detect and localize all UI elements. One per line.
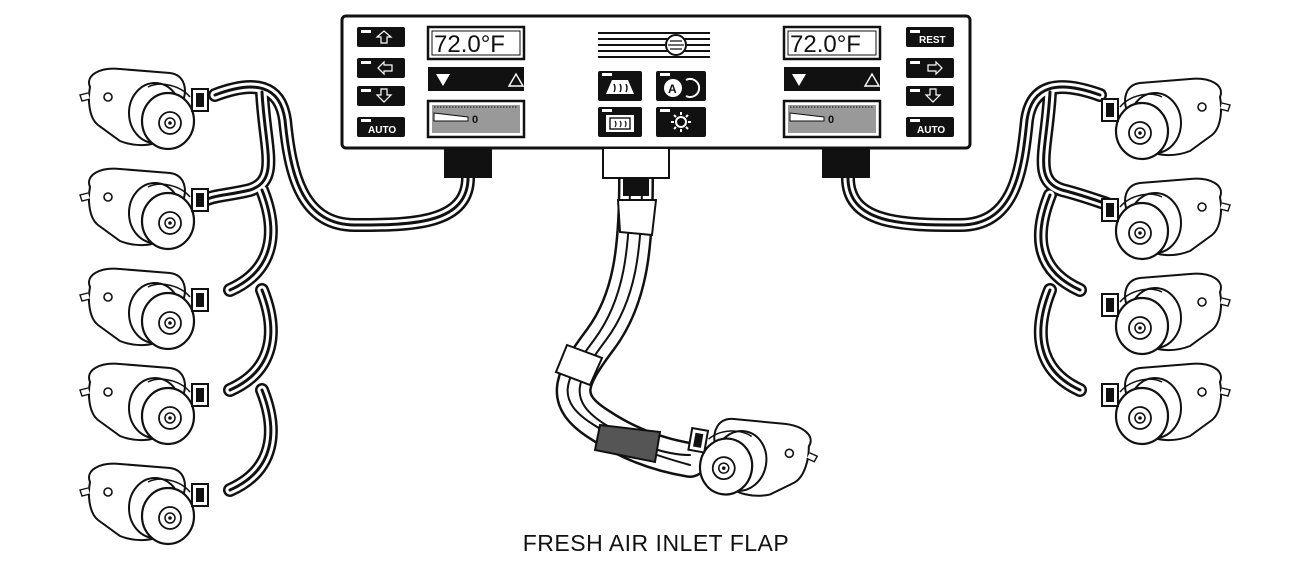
left-actuators: [78, 67, 210, 546]
windshield-defrost-icon: [606, 80, 634, 94]
fresh-air-inlet-caption: FRESH AIR INLET FLAP: [522, 530, 790, 556]
right-actuator-3: [1100, 272, 1232, 356]
rest-label: REST: [919, 35, 946, 46]
right-temperature-value: 72.0°F: [790, 31, 861, 58]
right-scale-gauge: 0: [782, 99, 882, 139]
wiring: [198, 80, 1117, 497]
left-scale-value: 0: [472, 114, 478, 126]
left-up-button[interactable]: [357, 27, 405, 47]
windshield-defrost-button[interactable]: [598, 71, 642, 101]
right-down-button[interactable]: [906, 86, 954, 106]
right-actuators: [1100, 77, 1232, 446]
left-temp-rocker[interactable]: [428, 67, 525, 91]
left-actuator-3: [78, 267, 210, 351]
right-actuator-1: [1100, 77, 1232, 161]
left-scale-gauge: 0: [426, 99, 526, 139]
right-actuator-4: [1100, 362, 1232, 446]
left-button-group: AUTO: [357, 27, 405, 137]
center-grille: [598, 32, 710, 58]
right-scale-value: 0: [828, 114, 834, 126]
left-actuator-1: [78, 67, 210, 151]
rear-defrost-icon: [606, 115, 634, 132]
fresh-air-inlet-actuator: [680, 406, 823, 511]
right-auto-button[interactable]: AUTO: [906, 117, 954, 137]
control-panel: AUTO 72.0°F 0: [340, 14, 972, 196]
left-temperature-value: 72.0°F: [434, 31, 505, 58]
left-down-button[interactable]: [357, 86, 405, 106]
left-auto-label: AUTO: [368, 125, 396, 136]
fan-button[interactable]: [656, 107, 706, 137]
recirculation-button[interactable]: A: [656, 71, 706, 101]
fan-icon: [671, 112, 691, 132]
rear-defrost-button[interactable]: [598, 107, 642, 137]
right-button-group: REST AUTO: [906, 27, 954, 137]
left-actuator-4: [78, 362, 210, 446]
left-connector: [444, 148, 492, 178]
right-auto-label: AUTO: [917, 125, 945, 136]
rest-button[interactable]: REST: [906, 27, 954, 47]
left-auto-button[interactable]: AUTO: [357, 117, 405, 137]
right-connector: [822, 148, 870, 178]
right-right-button[interactable]: [906, 58, 954, 78]
recirculation-icon: A: [664, 78, 701, 98]
left-actuator-2: [78, 167, 210, 251]
svg-text:A: A: [668, 82, 677, 96]
sun-sensor-icon: [665, 34, 687, 56]
center-connector: [602, 147, 670, 179]
left-right-button[interactable]: [357, 58, 405, 78]
right-temp-rocker[interactable]: [784, 67, 881, 91]
right-actuator-2: [1100, 177, 1232, 261]
